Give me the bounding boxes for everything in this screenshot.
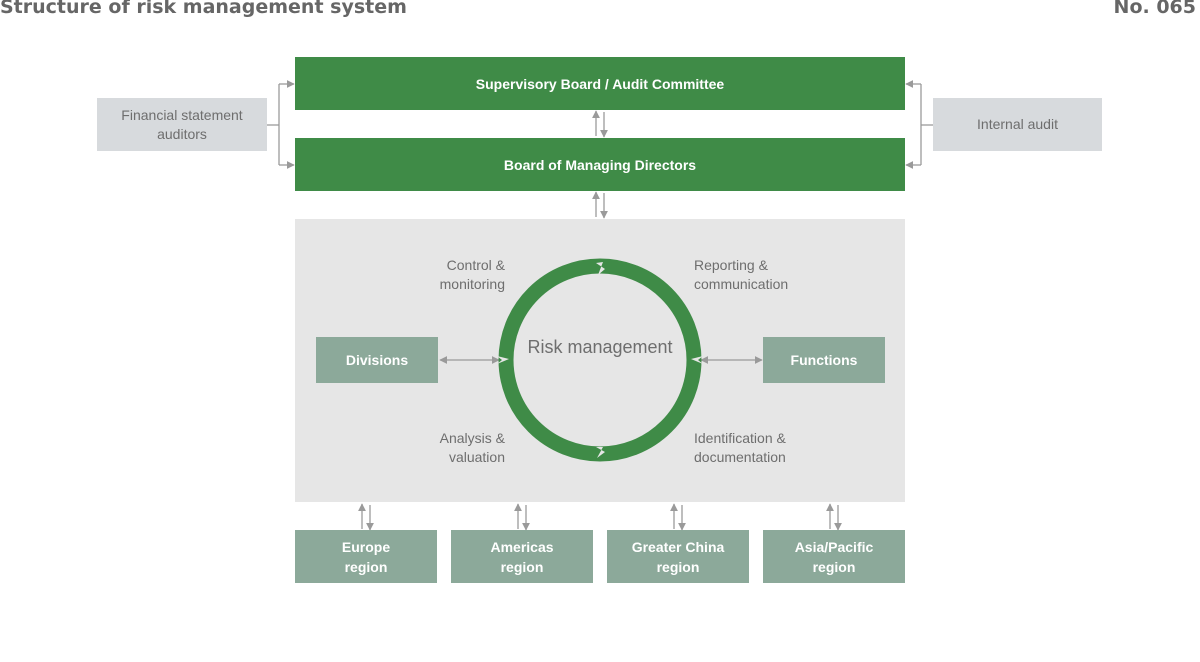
region-europe-box: Europe region bbox=[295, 530, 437, 583]
reporting-communication-label: Reporting & communication bbox=[694, 257, 789, 292]
identification-documentation-label: Identification & documentation bbox=[694, 430, 786, 465]
analysis-valuation-label: Analysis & valuation bbox=[439, 430, 505, 465]
functions-box: Functions bbox=[763, 337, 885, 383]
diagram-title: Structure of risk management system bbox=[0, 0, 407, 18]
region-americas-box: Americas region bbox=[451, 530, 593, 583]
region-greater-china-box: Greater China region bbox=[607, 530, 749, 583]
divisions-box: Divisions bbox=[316, 337, 438, 383]
region-asia-pacific-box: Asia/Pacific region bbox=[763, 530, 905, 583]
risk-management-center-label: Risk management bbox=[527, 337, 673, 357]
figure-number: No. 065 bbox=[1113, 0, 1196, 18]
supervisory-board-box: Supervisory Board / Audit Committee bbox=[295, 57, 905, 110]
risk-cycle-ring bbox=[497, 258, 703, 462]
internal-audit-box: Internal audit bbox=[933, 98, 1102, 151]
financial-auditors-box: Financial statement auditors bbox=[97, 98, 267, 151]
control-monitoring-label: Control & monitoring bbox=[439, 257, 505, 292]
managing-board-box: Board of Managing Directors bbox=[295, 138, 905, 191]
